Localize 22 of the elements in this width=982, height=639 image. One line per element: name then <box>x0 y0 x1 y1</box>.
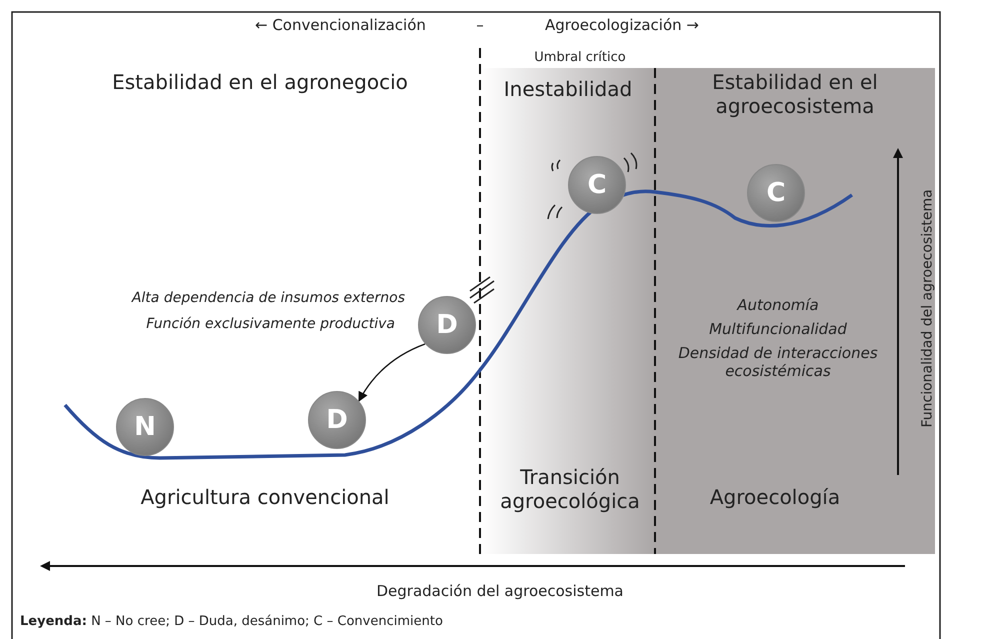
description-text: Alta dependencia de insumos externos <box>130 290 405 307</box>
description-text: Multifuncionalidad <box>708 320 848 338</box>
zone-title: Inestabilidad <box>502 77 634 101</box>
threshold-label: Umbral crítico <box>533 50 627 66</box>
zone-title: Agricultura convencional <box>140 485 390 509</box>
axis-title: Degradación del agroecosistema <box>375 582 625 600</box>
axis-title: ← Convencionalización <box>255 16 427 34</box>
ball-marker: N <box>116 398 174 456</box>
separator-text: – <box>475 16 485 34</box>
zone-title: Estabilidad en el agronegocio <box>111 70 409 94</box>
description-text: Función exclusivamente productiva <box>145 316 395 333</box>
description-text: Autonomía <box>736 296 820 314</box>
axis-title: Agroecologización → <box>545 16 700 34</box>
zone-title: Estabilidad en el agroecosistema <box>711 70 879 118</box>
legend-text: Leyenda: N – No cree; D – Duda, desánimo; C – Convencimiento <box>20 614 444 630</box>
axis-title: Funcionalidad del agroecosistema <box>920 188 936 430</box>
ball-marker: D <box>418 296 476 354</box>
zone-title: Transición agroecológica <box>499 465 641 513</box>
zone-title: Agroecología <box>708 485 842 509</box>
ball-marker: D <box>308 391 366 449</box>
description-text: Densidad de interacciones ecosistémicas <box>677 344 879 380</box>
arrow <box>358 343 426 402</box>
